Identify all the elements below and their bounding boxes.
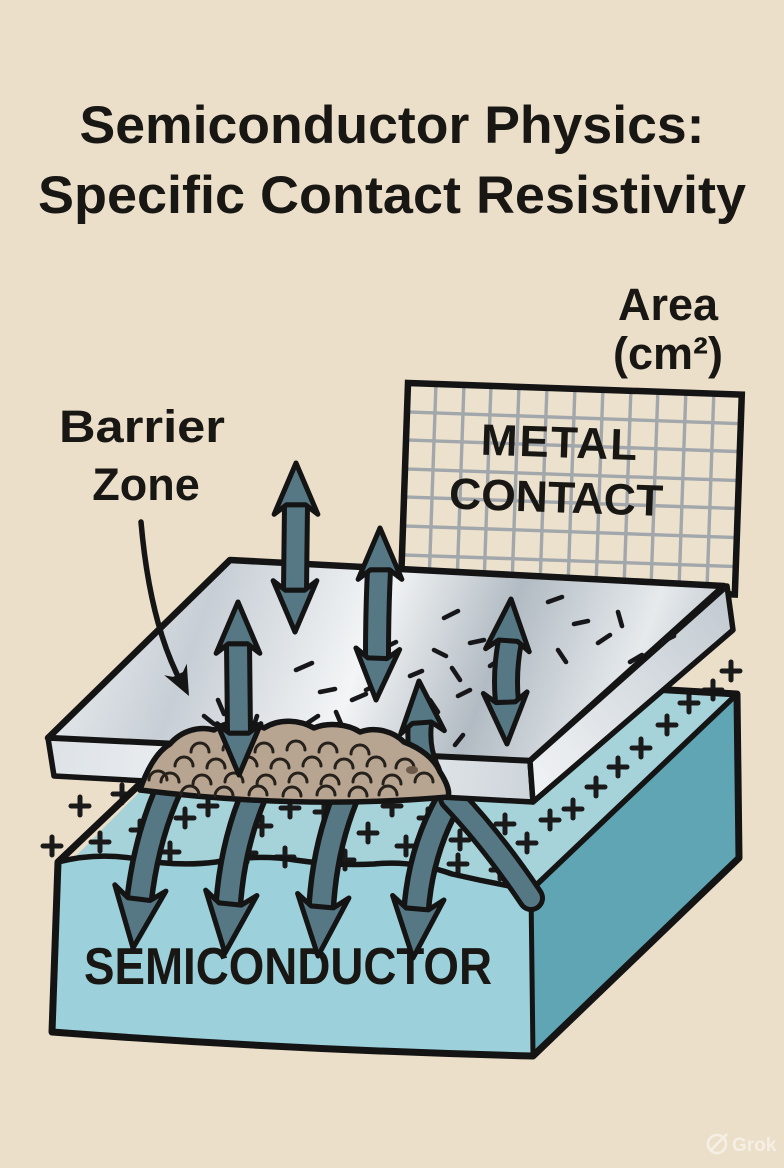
double-arrow-2 <box>354 528 402 701</box>
area-label: Area (cm²) <box>613 279 723 379</box>
title-line1: Semiconductor Physics: <box>80 96 705 155</box>
metal-contact-label-line2: CONTACT <box>448 470 664 526</box>
metal-plate-right-edge <box>527 583 736 805</box>
barrier-zone-label: Barrier Zone <box>59 401 225 510</box>
blob-dark-spot <box>406 766 418 774</box>
semiconductor-label: SEMICONDUCTOR <box>84 938 492 996</box>
semiconductor-side-face <box>531 694 739 1056</box>
current-flow-down-arrows <box>107 771 545 960</box>
barrier-blob <box>137 718 452 805</box>
title-line2: Specific Contact Resistivity <box>38 166 747 225</box>
barrier-label-line1: Barrier <box>59 401 225 452</box>
page-title: Semiconductor Physics: Specific Contact … <box>38 96 747 225</box>
grok-watermark: Grok <box>706 1133 777 1156</box>
metal-contact-label-line1: METAL <box>480 416 640 470</box>
barrier-pointer-arrow <box>138 519 201 702</box>
area-label-line2: (cm²) <box>613 328 723 379</box>
double-arrow-into-blob <box>216 602 261 775</box>
metal-contact-grid: METAL CONTACT <box>397 379 746 598</box>
barrier-label-line2: Zone <box>92 459 200 510</box>
grid-lines <box>401 383 741 594</box>
area-label-line1: Area <box>618 279 719 330</box>
watermark-text: Grok <box>732 1135 777 1156</box>
double-arrow-1 <box>273 463 318 632</box>
double-arrow-3 <box>483 597 532 744</box>
contact-transport-arrows <box>216 463 533 775</box>
grok-logo-icon <box>706 1133 728 1155</box>
